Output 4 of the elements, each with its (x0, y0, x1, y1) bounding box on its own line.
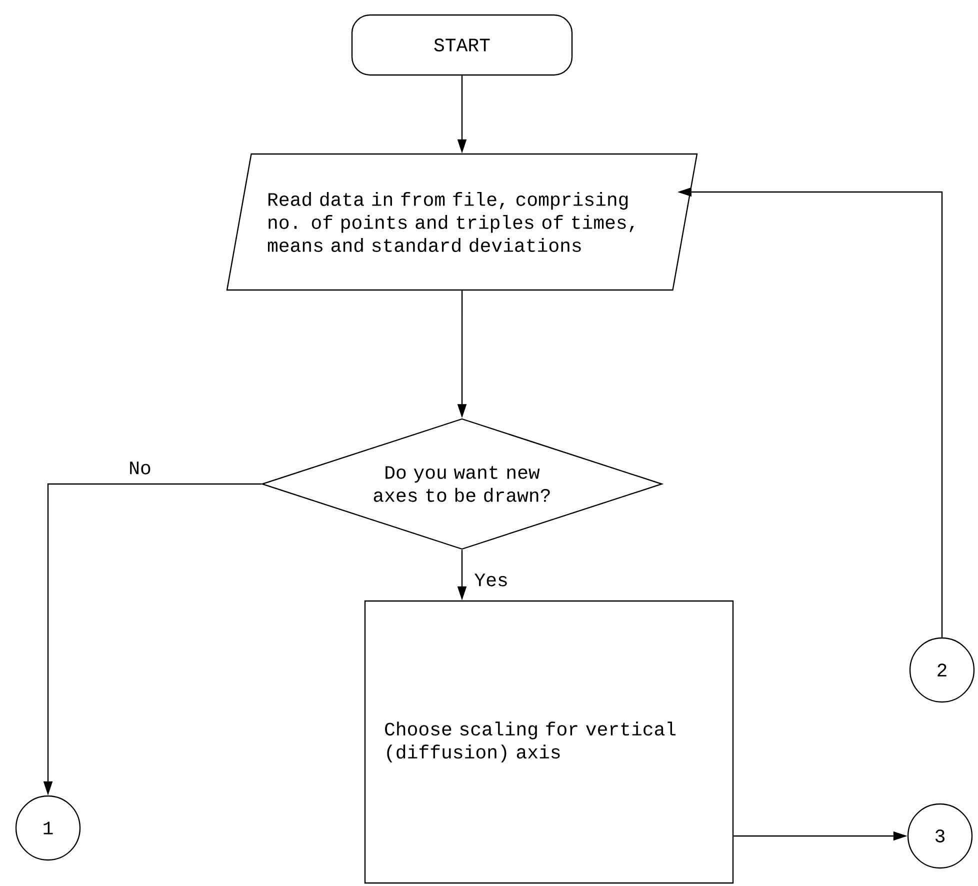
process-box: Choose scaling for vertical (diffusion) axis (364, 600, 734, 884)
edge-label: No (126, 460, 154, 476)
edge-label: Yes (472, 572, 510, 588)
input-parallelogram: Read data in from file, comprising no. of points and triples of times, means and standard deviations (226, 153, 698, 291)
